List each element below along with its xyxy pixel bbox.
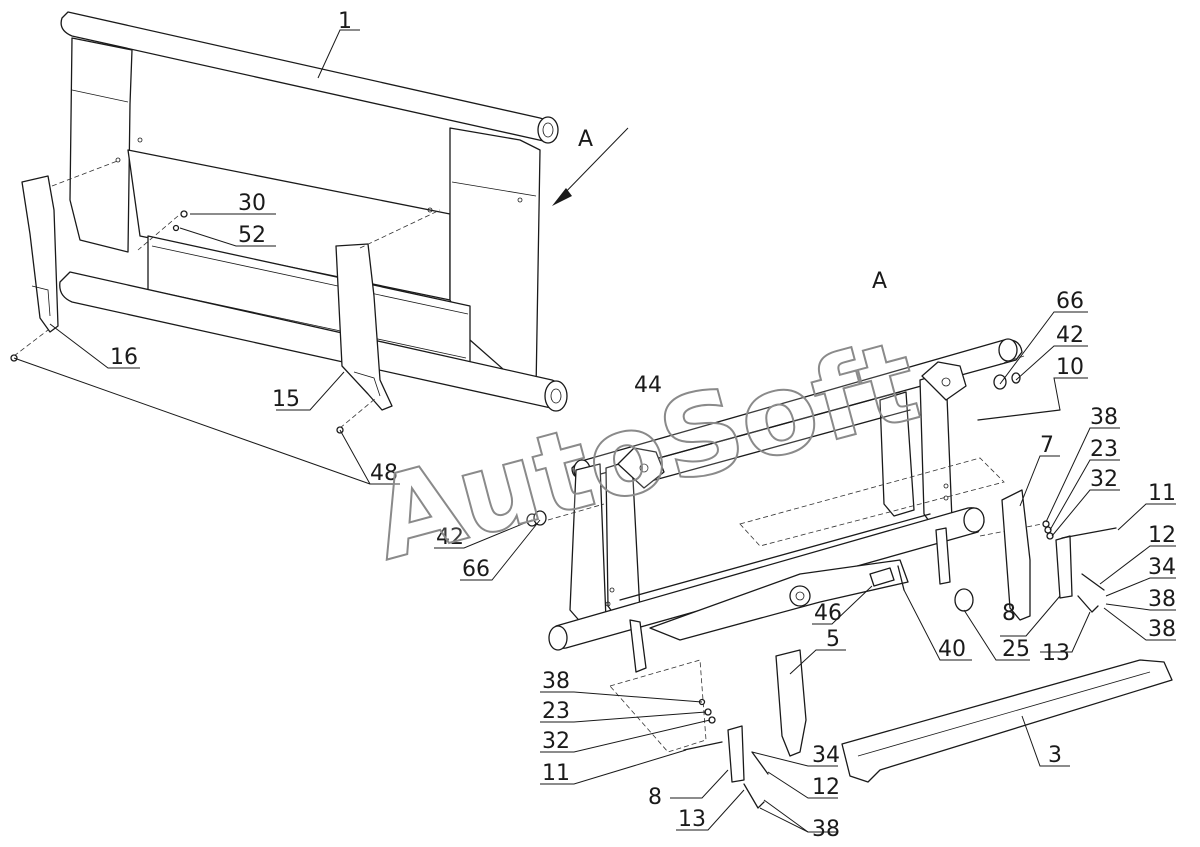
- dash-a3: [547, 503, 605, 521]
- plate-7: [1001, 489, 1031, 621]
- clip-13-right: [1077, 595, 1099, 613]
- callout-38-right-top: 38: [1090, 405, 1118, 430]
- spring-11-lower: [683, 741, 723, 751]
- plate-5: [775, 649, 807, 757]
- callout-15: 15: [272, 387, 300, 412]
- callout-30: 30: [238, 191, 266, 216]
- frame-assembly-upper: [59, 11, 568, 412]
- callout-42-right: 42: [1056, 323, 1084, 348]
- callout-11-lower: 11: [542, 761, 570, 786]
- callout-25: 25: [1002, 637, 1030, 662]
- callout-46: 46: [814, 601, 842, 626]
- callout-11-right: 11: [1148, 481, 1176, 506]
- view-arrow-label: A: [578, 127, 593, 152]
- dash-15: [359, 209, 441, 249]
- callout-38-right-mid: 38: [1148, 587, 1176, 612]
- skid-3: [841, 659, 1173, 783]
- dash-a1: [739, 457, 1005, 547]
- callout-40: 40: [938, 637, 966, 662]
- washer-66-left: [533, 510, 547, 526]
- pin-12-right: [1081, 573, 1105, 591]
- frame-assembly-view-a: [548, 338, 1023, 673]
- callout-13-lower: 13: [678, 807, 706, 832]
- callout-34-lower: 34: [812, 743, 840, 768]
- callout-38-lower-bottom: 38: [812, 817, 840, 842]
- view-title: A: [872, 269, 887, 294]
- nut-30: [180, 210, 188, 218]
- callout-48: 48: [370, 461, 398, 486]
- dash-48b: [339, 397, 377, 429]
- spring-11-right: [1061, 527, 1117, 539]
- callout-13-right: 13: [1042, 641, 1070, 666]
- bushing-25: [954, 588, 974, 612]
- pin-46: [869, 567, 895, 587]
- callout-42-left: 42: [436, 525, 464, 550]
- callout-66-left: 66: [462, 557, 490, 582]
- callout-12-lower: 12: [812, 775, 840, 800]
- rod-10: [977, 409, 1061, 421]
- callout-32-lower: 32: [542, 729, 570, 754]
- part-32-right: [1046, 532, 1054, 540]
- callout-5: 5: [826, 627, 840, 652]
- dash-a2: [609, 659, 707, 753]
- callout-8-lower: 8: [648, 785, 662, 810]
- pin-12-lower: [751, 751, 769, 775]
- skid-plate-16: [21, 175, 59, 333]
- dash-a5: [979, 523, 1043, 537]
- clip-13-lower: [743, 783, 765, 809]
- callout-7: 7: [1040, 433, 1054, 458]
- washer-66-right: [993, 374, 1007, 390]
- callout-44: 44: [634, 373, 662, 398]
- callout-38-right-low: 38: [1148, 617, 1176, 642]
- callout-38-lower-top: 38: [542, 669, 570, 694]
- callout-3: 3: [1048, 743, 1062, 768]
- callout-32-right: 32: [1090, 467, 1118, 492]
- callout-23-lower: 23: [542, 699, 570, 724]
- callout-52: 52: [238, 223, 266, 248]
- callout-34-right: 34: [1148, 555, 1176, 580]
- skid-plate-15: [335, 243, 393, 411]
- view-arrow-a: [552, 127, 629, 206]
- dash-16: [51, 159, 121, 187]
- washer-42-right: [1011, 372, 1021, 384]
- plate-8-lower: [727, 725, 745, 783]
- callout-8-right: 8: [1002, 601, 1016, 626]
- dash-30: [137, 215, 179, 251]
- callout-labels: 1 30 52 16 15 48 66 42 10 44 38 7 23 32 …: [110, 9, 1176, 842]
- cotter-40: [897, 565, 905, 591]
- dash-48a: [13, 329, 49, 357]
- callout-66-right: 66: [1056, 289, 1084, 314]
- plate-8-right: [1055, 535, 1073, 599]
- callout-12-right: 12: [1148, 523, 1176, 548]
- callout-1: 1: [338, 9, 352, 34]
- leader-lines: [13, 29, 1176, 833]
- callout-23-right: 23: [1090, 437, 1118, 462]
- callout-10: 10: [1056, 355, 1084, 380]
- callout-16: 16: [110, 345, 138, 370]
- washer-52: [172, 224, 180, 232]
